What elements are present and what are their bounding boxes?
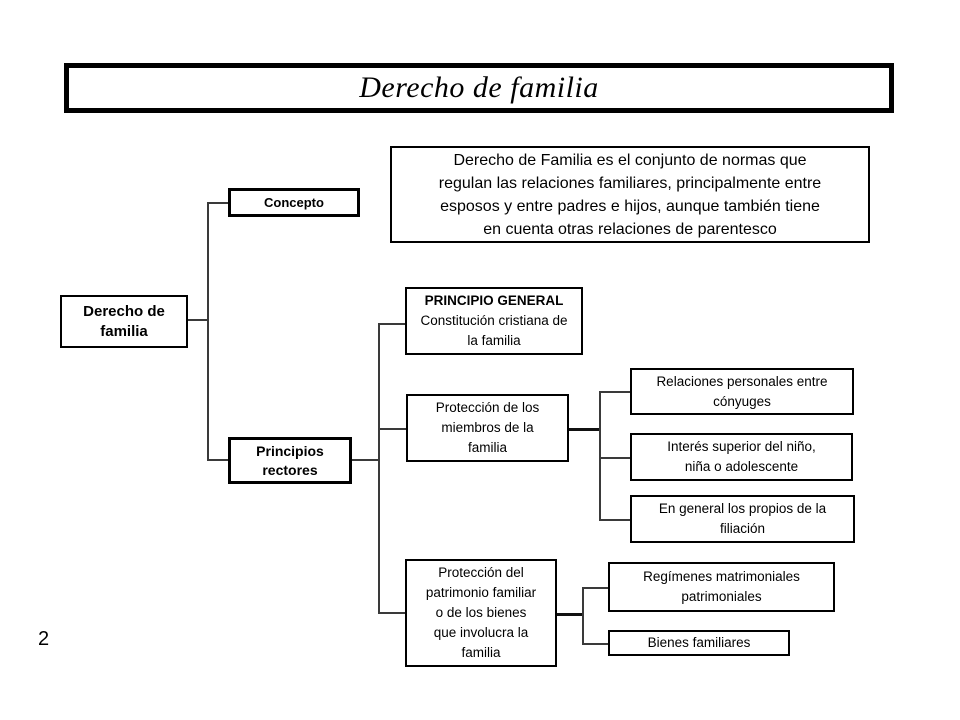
connector-line — [378, 323, 405, 325]
principios-node-label: rectores — [262, 461, 318, 478]
propios-filiacion-line: filiación — [719, 521, 766, 536]
proteccion-patrimonio-line: patrimonio familiar — [425, 585, 537, 600]
connector-line — [599, 391, 630, 393]
proteccion-patrimonio-line: que involucra la — [433, 625, 529, 640]
proteccion-patrimonio-line: familia — [461, 645, 501, 660]
connector-line — [378, 612, 405, 614]
regimenes-matrimoniales-node: Regímenes matrimoniales patrimoniales — [608, 562, 835, 612]
bienes-familiares-node: Bienes familiares — [608, 630, 790, 656]
connector-line — [557, 613, 583, 616]
proteccion-miembros-line: miembros de la — [441, 420, 534, 435]
definition-line: en cuenta otras relaciones de parentesco — [483, 220, 777, 238]
principios-node-label: Principios — [256, 442, 324, 459]
relaciones-conyuges-line: Relaciones personales entre — [656, 373, 828, 389]
connector-line — [207, 202, 209, 460]
root-node-label: familia — [100, 322, 148, 340]
proteccion-miembros-line: Protección de los — [435, 400, 540, 415]
regimenes-line: Regímenes matrimoniales — [643, 569, 800, 584]
connector-line — [599, 519, 630, 521]
connector-line — [188, 319, 208, 321]
regimenes-line: patrimoniales — [681, 589, 762, 604]
connector-line — [378, 428, 406, 430]
principios-rectores-node: Principios rectores — [228, 437, 352, 484]
definition-line: regulan las relaciones familiares, princ… — [438, 174, 822, 192]
connector-line — [378, 323, 380, 613]
connector-line — [569, 428, 600, 431]
connector-line — [207, 459, 228, 461]
connector-line — [599, 391, 601, 520]
concepto-node-label: Concepto — [264, 195, 324, 210]
principio-general-line: Constitución cristiana de — [420, 313, 568, 328]
connector-line — [352, 459, 378, 461]
interes-superior-node: Interés superior del niño, niña o adoles… — [630, 433, 853, 481]
relaciones-conyuges-node: Relaciones personales entre cónyuges — [630, 368, 854, 415]
connector-line — [599, 457, 630, 459]
proteccion-patrimonio-line: Protección del — [438, 565, 524, 580]
proteccion-miembros-line: familia — [467, 440, 507, 455]
principio-general-node: PRINCIPIO GENERAL Constitución cristiana… — [405, 287, 583, 355]
page-number: 2 — [38, 628, 50, 650]
root-node-label: Derecho de — [83, 302, 165, 320]
concepto-node: Concepto — [228, 188, 360, 217]
interes-superior-line: niña o adolescente — [684, 459, 799, 474]
principio-general-heading: PRINCIPIO GENERAL — [424, 293, 564, 308]
definition-box: Derecho de Familia es el conjunto de nor… — [390, 146, 870, 243]
page-title: Derecho de familia — [359, 71, 599, 104]
connector-line — [582, 587, 584, 644]
connector-line — [207, 202, 228, 204]
connector-line — [582, 643, 608, 645]
principio-general-line: la familia — [467, 333, 521, 348]
definition-line: Derecho de Familia es el conjunto de nor… — [453, 151, 807, 169]
proteccion-miembros-node: Protección de los miembros de la familia — [406, 394, 569, 462]
title-box: Derecho de familia — [64, 63, 894, 113]
interes-superior-line: Interés superior del niño, — [667, 439, 816, 454]
definition-line: esposos y entre padres e hijos, aunque t… — [440, 197, 820, 215]
connector-line — [582, 587, 608, 589]
propios-filiacion-line: En general los propios de la — [658, 501, 827, 516]
root-node: Derecho de familia — [60, 295, 188, 348]
propios-filiacion-node: En general los propios de la filiación — [630, 495, 855, 543]
relaciones-conyuges-line: cónyuges — [713, 393, 771, 409]
proteccion-patrimonio-line: o de los bienes — [435, 605, 527, 620]
proteccion-patrimonio-node: Protección del patrimonio familiar o de … — [405, 559, 557, 667]
bienes-familiares-line: Bienes familiares — [647, 635, 751, 650]
